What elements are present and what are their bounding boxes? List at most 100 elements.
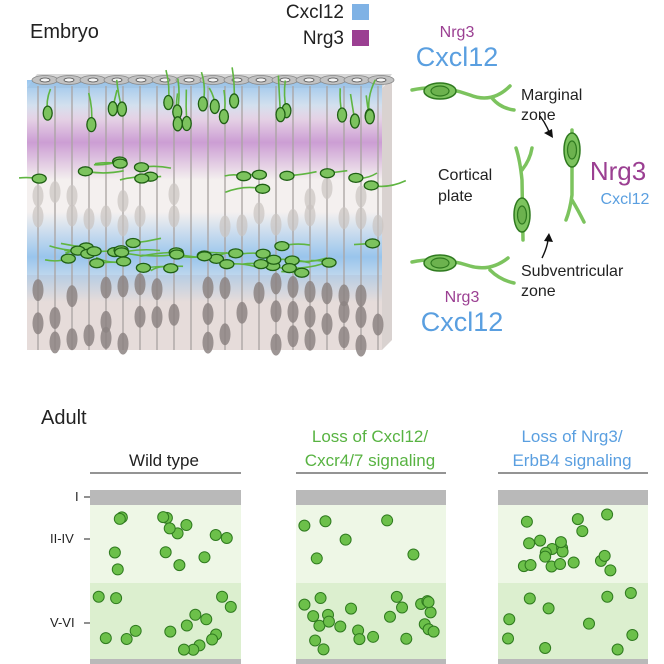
interneuron-cell (255, 248, 271, 259)
progenitor-cell (304, 328, 316, 351)
progenitor-cell (355, 185, 367, 208)
interneuron-dot (163, 522, 176, 535)
progenitor-cell (202, 331, 214, 354)
surface-cell-nucleus (183, 77, 195, 83)
interneuron-dot (108, 546, 121, 559)
interneuron-cell (163, 94, 174, 111)
panel-2-heading-line2: Cxcr4/7 signaling (305, 451, 435, 470)
interneuron-cell (363, 180, 379, 191)
interneuron-dot (424, 606, 437, 619)
surface-cells (31, 75, 395, 85)
layer-label-v-vi: V-VI (50, 615, 75, 630)
interneuron-cell (134, 173, 150, 184)
svz-label-line2: zone (521, 283, 556, 300)
marginal-zone-label-line2: zone (521, 107, 556, 124)
progenitor-cell (355, 334, 367, 357)
progenitor-cell (32, 279, 44, 302)
progenitor-cell (117, 332, 129, 355)
interneuron-dot (598, 549, 611, 562)
interneuron-dot (571, 513, 584, 526)
progenitor-cell (304, 204, 316, 227)
interneuron-cell (364, 238, 381, 249)
progenitor-cell (202, 303, 214, 326)
interneuron-dot (317, 643, 330, 656)
interneuron-dot (396, 601, 409, 614)
progenitor-cell (236, 301, 248, 324)
interneuron-cell (219, 259, 235, 270)
neuron-cortical-left (513, 146, 534, 242)
interneuron-dot (523, 592, 536, 605)
interneuron-dot (339, 533, 352, 546)
progenitor-cell (134, 273, 146, 296)
layer-label-i: I (75, 489, 79, 504)
arrow-up-icon (541, 233, 553, 259)
interneuron-cell (89, 258, 105, 269)
legend-swatch-cxcl12 (352, 4, 369, 20)
progenitor-cell (32, 205, 44, 228)
interneuron-dot (524, 559, 537, 572)
arrow-down-icon (539, 115, 553, 138)
interneuron-dot (624, 587, 637, 600)
surface-cell-nucleus (375, 77, 387, 83)
interneuron-dot (180, 619, 193, 632)
interneuron-dot (400, 632, 413, 645)
interneuron-cell (77, 166, 94, 177)
progenitor-cell (287, 325, 299, 348)
progenitor-cell (372, 313, 384, 336)
progenitor-cell (270, 272, 282, 295)
interneuron-dot (353, 633, 366, 646)
interneuron-cell (125, 237, 141, 249)
interneuron-cell (169, 249, 185, 260)
interneuron-dot (567, 556, 580, 569)
interneuron-dot (177, 643, 190, 656)
interneuron-dot (322, 615, 335, 628)
interneuron-cell (86, 246, 102, 257)
adult-title: Adult (41, 407, 87, 429)
progenitor-cell (304, 188, 316, 211)
progenitor-cell (134, 305, 146, 328)
interneuron-cell (86, 116, 97, 133)
surface-cell-nucleus (351, 77, 363, 83)
progenitor-cell (219, 277, 231, 300)
interneuron-dot (611, 643, 624, 656)
progenitor-cell (355, 284, 367, 307)
interneuron-dot (220, 532, 233, 545)
progenitor-cell (219, 323, 231, 346)
interneuron-cell (251, 169, 268, 180)
progenitor-cell (219, 215, 231, 238)
embryo-block (18, 67, 407, 357)
interneuron-dot (111, 563, 124, 576)
surface-cell-nucleus (135, 77, 147, 83)
legend-label-cxcl12: Cxcl12 (286, 2, 344, 23)
interneuron-cell (228, 93, 240, 109)
progenitor-cell (100, 310, 112, 333)
interneuron-cell (172, 116, 183, 132)
progenitor-cell (32, 312, 44, 335)
interneuron-dot (502, 632, 515, 645)
interneuron-dot (367, 630, 380, 643)
progenitor-cell (49, 306, 61, 329)
progenitor-cell (270, 333, 282, 356)
progenitor-cell (117, 189, 129, 212)
interneuron-dot (307, 610, 320, 623)
interneuron-cell (42, 105, 53, 121)
surface-cell-nucleus (63, 77, 75, 83)
progenitor-cell (83, 207, 95, 230)
interneuron-cell (336, 107, 348, 123)
panel-1-heading: Wild type (129, 451, 199, 470)
top-nrg3-label: Nrg3 (440, 24, 475, 41)
interneurons (31, 93, 381, 278)
interneuron-cell (163, 263, 179, 274)
interneuron-cell (275, 106, 286, 123)
interneuron-dot (503, 613, 516, 626)
surface-cell-nucleus (87, 77, 99, 83)
interneuron-dot (422, 596, 435, 609)
interneuron-dot (298, 598, 311, 611)
progenitor-cell (287, 275, 299, 298)
interneuron-dot (200, 613, 213, 626)
interneuron-dot (427, 625, 440, 638)
progenitor-cell (321, 282, 333, 305)
interneuron-dot (209, 528, 222, 541)
interneuron-dot (520, 515, 533, 528)
interneuron-dot (383, 610, 396, 623)
